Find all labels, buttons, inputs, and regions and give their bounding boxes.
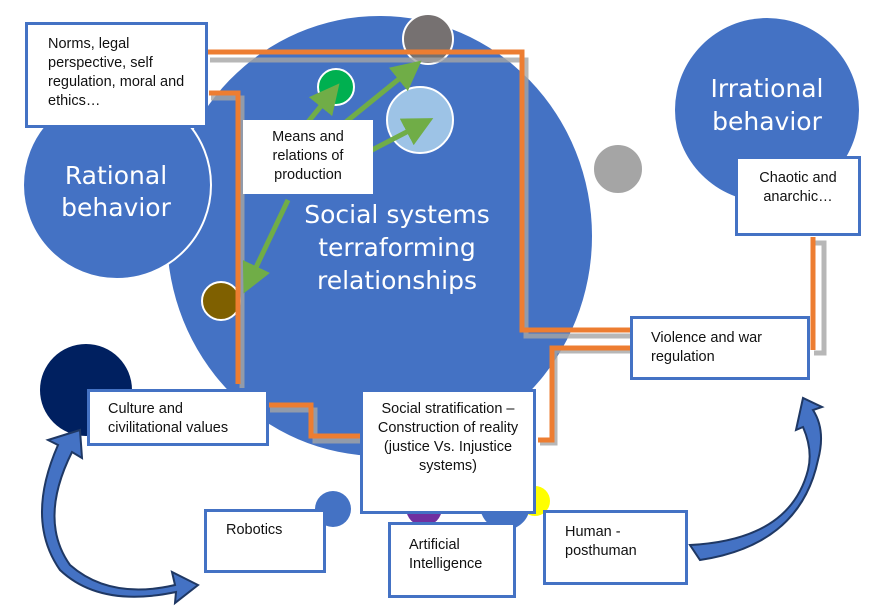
arrow-to-brown-node (242, 198, 291, 294)
box-norms: Norms, legal perspective, self regulatio… (25, 22, 208, 128)
gray-dark-node (402, 13, 454, 65)
box-culture-text: Culture and civilitational values (108, 401, 229, 436)
box-robotics: Robotics (204, 509, 326, 573)
box-robotics-text: Robotics (226, 522, 283, 538)
connector-stratification-violence (538, 345, 630, 443)
box-artificial-intelligence: Artificial Intelligence (388, 522, 516, 598)
box-stratification: Social stratification – Construction of … (360, 389, 536, 514)
box-means-production-text: Means and relations of production (272, 129, 344, 183)
curved-arrow-right (688, 396, 825, 562)
box-culture: Culture and civilitational values (87, 389, 269, 446)
irrational-behavior-label: Irrational behavior (710, 74, 824, 136)
rational-behavior-label: Rational behavior (61, 161, 171, 222)
curved-arrow-left (41, 428, 200, 606)
connector-norms-culture (209, 90, 241, 384)
box-chaotic: Chaotic and anarchic… (735, 156, 861, 236)
box-chaotic-text: Chaotic and anarchic… (759, 170, 837, 205)
box-ai-text: Artificial Intelligence (409, 537, 483, 572)
box-violence: Violence and war regulation (630, 316, 810, 380)
central-circle-label: Social systems terraforming relationship… (304, 200, 490, 295)
box-human-posthuman: Human - posthuman (543, 510, 688, 585)
connector-norms-violence (208, 49, 632, 333)
box-violence-text: Violence and war regulation (651, 330, 762, 365)
gray-light-node (592, 143, 644, 195)
arrow-to-green-node (306, 83, 340, 124)
box-stratification-text: Social stratification – Construction of … (377, 401, 519, 474)
connector-culture-stratification (268, 402, 362, 439)
box-norms-text: Norms, legal perspective, self regulatio… (48, 36, 185, 109)
orange-connectors (208, 49, 816, 443)
box-human-text: Human - posthuman (565, 524, 637, 559)
brown-node (201, 281, 241, 321)
box-means-production: Means and relations of production (243, 120, 373, 194)
arrow-to-light-blue-node (370, 118, 434, 153)
